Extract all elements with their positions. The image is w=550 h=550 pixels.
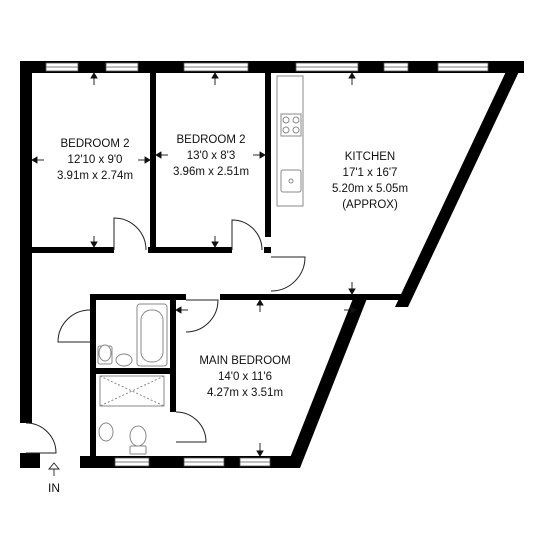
door-entrance xyxy=(25,422,57,454)
entrance-marker: IN xyxy=(48,462,60,495)
room-label-kitchen: KITCHEN 17'1 x 16'7 5.20m x 5.05m (APPRO… xyxy=(332,151,408,211)
doors xyxy=(25,217,306,454)
door-bedroom-b xyxy=(231,219,263,251)
shower-icon xyxy=(99,375,165,407)
room-dimensions-metric: 4.27m x 3.51m xyxy=(207,387,283,399)
room-dimensions-imperial: 13'0 x 8'3 xyxy=(187,150,236,162)
fixtures xyxy=(97,75,304,455)
entrance-label: IN xyxy=(48,481,60,495)
room-name: BEDROOM 2 xyxy=(176,134,245,146)
room-dimensions-imperial: 12'10 x 9'0 xyxy=(68,154,123,166)
room-dimensions-metric: 3.91m x 2.74m xyxy=(57,170,133,182)
room-note: (APPROX) xyxy=(342,199,398,211)
door-bedroom-a xyxy=(113,217,147,251)
windows xyxy=(45,62,489,467)
ensuite-basin-icon xyxy=(98,422,114,442)
room-label-main-bedroom: MAIN BEDROOM 14'0 x 11'6 4.27m x 3.51m xyxy=(199,355,290,399)
room-label-bedroom-a: BEDROOM 2 12'10 x 9'0 3.91m x 2.74m xyxy=(57,138,133,182)
basin-icon xyxy=(115,353,133,367)
room-name: KITCHEN xyxy=(345,151,395,163)
interior-walls xyxy=(20,73,271,468)
room-dimensions-imperial: 17'1 x 16'7 xyxy=(343,167,398,179)
door-main-bedroom xyxy=(185,299,219,333)
dimension-markers xyxy=(31,72,357,457)
room-dimensions-imperial: 14'0 x 11'6 xyxy=(218,371,272,383)
door-kitchen xyxy=(270,256,306,292)
door-bathroom xyxy=(57,309,91,343)
arrow-up-icon xyxy=(48,462,60,470)
room-label-bedroom-b: BEDROOM 2 13'0 x 8'3 3.96m x 2.51m xyxy=(173,134,249,178)
room-name: BEDROOM 2 xyxy=(60,138,129,150)
ensuite-toilet-icon xyxy=(129,425,147,447)
room-dimensions-metric: 5.20m x 5.05m xyxy=(332,183,408,195)
room-dimensions-metric: 3.96m x 2.51m xyxy=(173,166,249,178)
door-ensuite xyxy=(175,411,207,443)
room-name: MAIN BEDROOM xyxy=(199,355,290,367)
